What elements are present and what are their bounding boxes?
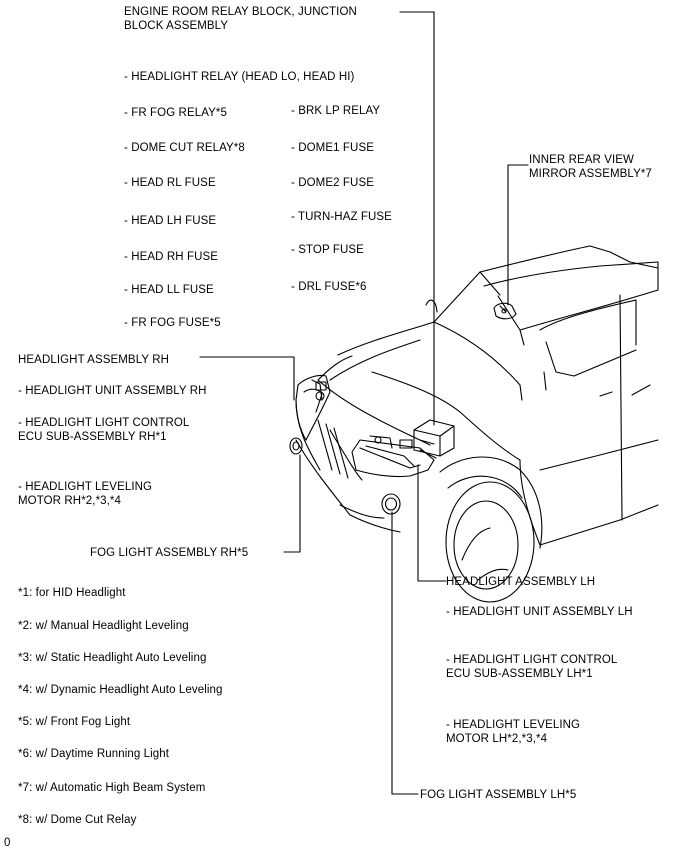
- headlight-lh-item: - HEADLIGHT LEVELING MOTOR LH*2,*3,*4: [446, 719, 581, 745]
- relay-block-item: - DOME CUT RELAY*8: [124, 142, 245, 154]
- footnote: *4: w/ Dynamic Headlight Auto Leveling: [18, 684, 223, 696]
- relay-block-item: - TURN-HAZ FUSE: [291, 211, 392, 223]
- relay-block-item: - HEAD LL FUSE: [124, 284, 214, 296]
- relay-block-title: ENGINE ROOM RELAY BLOCK, JUNCTION BLOCK …: [124, 6, 357, 32]
- relay-block-drawing: [413, 419, 455, 457]
- footnote: *5: w/ Front Fog Light: [18, 716, 131, 728]
- headlight-lh-item: - HEADLIGHT UNIT ASSEMBLY LH: [446, 606, 633, 618]
- relay-block-item: - HEADLIGHT RELAY (HEAD LO, HEAD HI): [124, 71, 355, 83]
- headlight-rh-item: - HEADLIGHT LEVELING MOTOR RH*2,*3,*4: [18, 481, 153, 507]
- relay-block-item: - BRK LP RELAY: [291, 105, 381, 117]
- footnote: *3: w/ Static Headlight Auto Leveling: [18, 652, 207, 664]
- mirror-title: INNER REAR VIEW MIRROR ASSEMBLY*7: [529, 154, 652, 180]
- relay-block-item: - FR FOG FUSE*5: [124, 317, 221, 329]
- relay-block-item: - DOME2 FUSE: [291, 177, 374, 189]
- headlight-lh-item: - HEADLIGHT LIGHT CONTROL ECU SUB-ASSEMB…: [446, 654, 618, 680]
- vehicle-body: [295, 245, 659, 603]
- headlight-rh-item: - HEADLIGHT LIGHT CONTROL ECU SUB-ASSEMB…: [18, 417, 190, 443]
- fog-light-lh-drawing: [381, 493, 401, 515]
- headlight-rh-item: - HEADLIGHT UNIT ASSEMBLY RH: [18, 385, 207, 397]
- relay-block-item: - HEAD RL FUSE: [124, 177, 216, 189]
- relay-block-item: - FR FOG RELAY*5: [124, 107, 227, 119]
- relay-block-item: - HEAD LH FUSE: [124, 215, 217, 227]
- page-marker: 0: [4, 837, 11, 849]
- fog-light-rh-drawing: [289, 437, 303, 455]
- headlight-rh-title: HEADLIGHT ASSEMBLY RH: [18, 354, 170, 366]
- leader-lines: [199, 11, 529, 795]
- relay-block-item: - HEAD RH FUSE: [124, 251, 219, 263]
- relay-block-item: - STOP FUSE: [291, 244, 364, 256]
- relay-block-item: - DRL FUSE*6: [291, 281, 367, 293]
- footnote: *7: w/ Automatic High Beam System: [18, 782, 206, 794]
- relay-block-item: - DOME1 FUSE: [291, 142, 374, 154]
- fog-rh-title: FOG LIGHT ASSEMBLY RH*5: [90, 547, 249, 559]
- footnote: *2: w/ Manual Headlight Leveling: [18, 620, 189, 632]
- footnote: *1: for HID Headlight: [18, 587, 126, 599]
- headlight-rh-drawing: [295, 374, 331, 441]
- headlight-lh-title: HEADLIGHT ASSEMBLY LH: [446, 576, 596, 588]
- footnote: *8: w/ Dome Cut Relay: [18, 814, 137, 826]
- headlight-lh-drawing: [351, 435, 437, 478]
- footnote: *6: w/ Daytime Running Light: [18, 748, 170, 760]
- fog-lh-title: FOG LIGHT ASSEMBLY LH*5: [420, 789, 577, 801]
- inner-mirror-drawing: [493, 302, 517, 320]
